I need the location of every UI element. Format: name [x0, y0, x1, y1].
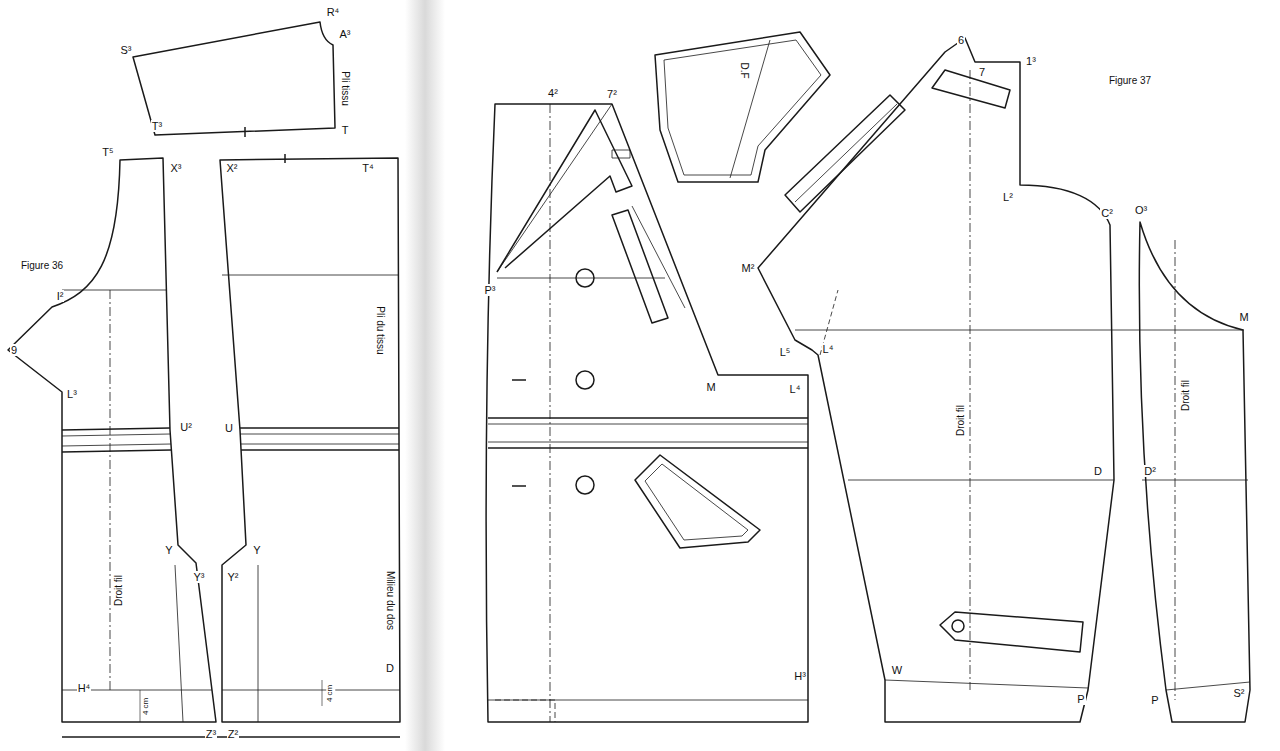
pattern-label: L³	[66, 388, 78, 400]
pattern-label: Z²	[227, 728, 239, 740]
pattern-label: X³	[170, 162, 183, 174]
pattern-label: 1³	[1025, 55, 1037, 67]
pattern-label: 7	[978, 66, 986, 78]
pattern-label: C²	[1100, 207, 1114, 219]
pattern-label: T⁴	[361, 162, 374, 174]
pattern-label: T³	[151, 120, 163, 132]
pattern-label: L⁴	[789, 383, 802, 395]
pattern-label: L⁵	[779, 346, 792, 358]
pattern-label: 4 cm	[327, 683, 336, 702]
pattern-label: Droit fil	[956, 403, 967, 436]
pattern-label: T⁵	[101, 146, 114, 158]
pattern-label: H³	[793, 670, 807, 682]
pattern-label: D²	[1143, 465, 1157, 477]
pattern-label: H⁴	[77, 682, 92, 694]
pattern-label: Y	[164, 544, 173, 556]
pattern-label: W	[891, 664, 903, 676]
pattern-label: 9	[10, 344, 18, 356]
pattern-label: U²	[179, 421, 193, 433]
pattern-label: P³	[484, 284, 497, 296]
pattern-label: M	[705, 381, 716, 393]
pattern-label: 4²	[547, 87, 559, 99]
pattern-label: 4 cm	[143, 696, 152, 715]
pattern-label: Z³	[205, 728, 217, 740]
pattern-label: Figure 37	[1108, 75, 1152, 86]
pattern-label: S³	[120, 44, 133, 56]
pattern-label: U	[224, 422, 234, 434]
pattern-label: M	[1238, 311, 1249, 323]
pattern-label: L⁴	[822, 343, 835, 355]
pattern-label: Pli du tissu	[374, 305, 385, 355]
pattern-label: P	[1150, 694, 1159, 706]
pattern-label: D.F	[738, 61, 749, 79]
pattern-label: X²	[226, 162, 239, 174]
pattern-label: S²	[1233, 687, 1246, 699]
pattern-label: R⁴	[326, 6, 341, 18]
pattern-label: Figure 36	[20, 260, 64, 271]
pattern-label: 7²	[606, 88, 618, 100]
pattern-label: Y	[252, 544, 261, 556]
pattern-label: 6	[957, 34, 965, 46]
pattern-label: Y³	[193, 571, 206, 583]
pattern-label: T	[341, 124, 350, 136]
pattern-label: P	[1076, 693, 1085, 705]
pattern-label: M²	[741, 262, 756, 274]
pattern-label: A³	[339, 28, 352, 40]
pattern-label: L²	[1002, 191, 1014, 203]
pattern-label: Droit fil	[1181, 378, 1192, 411]
pattern-label: O³	[1134, 204, 1148, 216]
pattern-label: Droit fil	[114, 573, 125, 606]
pattern-label: D	[385, 662, 395, 674]
pattern-label: Pli tissu	[339, 70, 350, 106]
pattern-label: D	[1093, 465, 1103, 477]
pattern-label: Milieu du dos	[384, 570, 395, 631]
pattern-label: I²	[56, 290, 65, 302]
pattern-label: Y²	[227, 571, 240, 583]
